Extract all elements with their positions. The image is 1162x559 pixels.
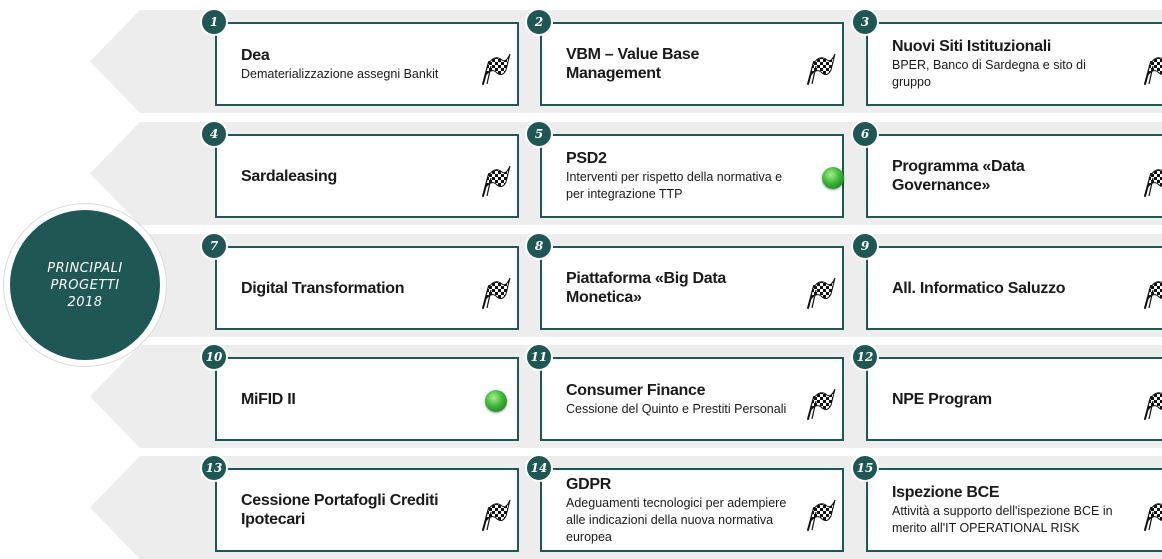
project-number-badge: 9 xyxy=(851,232,879,260)
project-description: Attività a supporto dell'ispezione BCE i… xyxy=(892,504,1113,535)
project-number-badge: 7 xyxy=(200,232,228,260)
project-title: GDPR xyxy=(566,475,612,493)
project-text: Cessione Portafogli Crediti Ipotecari xyxy=(241,470,467,550)
project-description: Cessione del Quinto e Prestiti Personali xyxy=(566,401,787,416)
project-title: Cessione Portafogli Crediti Ipotecari xyxy=(241,492,439,528)
project-card[interactable]: Cessione Portafogli Crediti Ipotecari xyxy=(215,468,519,552)
project-description: Dematerializzazione assegni Bankit xyxy=(241,66,439,81)
checkered-flag-icon xyxy=(1139,274,1162,310)
project-text: Programma «Data Governance» xyxy=(892,136,1113,216)
project-card[interactable]: Ispezione BCE Attività a supporto dell'is… xyxy=(866,468,1162,552)
project-title: Piattaforma «Big Data Monetica» xyxy=(566,270,726,306)
project-text: Sardaleasing xyxy=(241,136,467,216)
project-card[interactable]: VBM – Value Base Management xyxy=(540,22,844,106)
checkered-flag-icon xyxy=(477,274,511,310)
project-title: Ispezione BCE xyxy=(892,484,1000,501)
project-card[interactable]: GDPR Adeguamenti tecnologici per adempier… xyxy=(540,468,844,552)
checkered-flag-icon xyxy=(802,496,836,532)
project-title: MiFID II xyxy=(241,390,296,408)
project-number-badge: 1 xyxy=(200,8,228,36)
project-card[interactable]: NPE Program xyxy=(866,357,1162,441)
hub-line-3: 2018 xyxy=(67,294,103,310)
project-description: Adeguamenti tecnologici per adempiere al… xyxy=(566,495,787,544)
checkered-flag-icon xyxy=(477,50,511,86)
project-number-badge: 10 xyxy=(200,343,228,371)
project-card[interactable]: Piattaforma «Big Data Monetica» xyxy=(540,246,844,330)
project-text: NPE Program xyxy=(892,359,1113,439)
green-status-dot-icon xyxy=(822,167,844,189)
checkered-flag-icon xyxy=(1139,385,1162,421)
project-title: VBM – Value Base Management xyxy=(566,46,700,82)
project-title: Nuovi Siti Istituzionali xyxy=(892,38,1052,55)
project-number-badge: 5 xyxy=(525,120,553,148)
project-number-badge: 6 xyxy=(851,120,879,148)
project-title: All. Informatico Saluzzo xyxy=(892,279,1066,297)
project-number-badge: 12 xyxy=(851,343,879,371)
project-card[interactable]: All. Informatico Saluzzo xyxy=(866,246,1162,330)
project-title: Programma «Data Governance» xyxy=(892,158,1025,194)
checkered-flag-icon xyxy=(1139,162,1162,198)
project-number-badge: 13 xyxy=(200,454,228,482)
checkered-flag-icon xyxy=(477,162,511,198)
project-card[interactable]: Programma «Data Governance» xyxy=(866,134,1162,218)
project-text: All. Informatico Saluzzo xyxy=(892,248,1113,328)
checkered-flag-icon xyxy=(802,385,836,421)
hub-line-2: PROGETTI xyxy=(50,277,120,293)
project-card[interactable]: Digital Transformation xyxy=(215,246,519,330)
project-text: Ispezione BCE Attività a supporto dell'is… xyxy=(892,470,1113,550)
green-status-dot-icon xyxy=(485,390,507,412)
checkered-flag-icon xyxy=(477,496,511,532)
project-title: NPE Program xyxy=(892,390,992,408)
project-number-badge: 4 xyxy=(200,120,228,148)
project-description: Interventi per rispetto della normativa … xyxy=(566,170,783,201)
project-text: MiFID II xyxy=(241,359,467,439)
project-title: Digital Transformation xyxy=(241,279,405,297)
hub-line-1: PRINCIPALI xyxy=(47,260,123,276)
project-title: PSD2 xyxy=(566,150,607,167)
project-card[interactable]: Sardaleasing xyxy=(215,134,519,218)
project-text: Digital Transformation xyxy=(241,248,467,328)
project-number-badge: 2 xyxy=(525,8,553,36)
project-text: VBM – Value Base Management xyxy=(566,24,792,104)
project-number-badge: 11 xyxy=(525,343,553,371)
project-number-badge: 8 xyxy=(525,232,553,260)
checkered-flag-icon xyxy=(802,50,836,86)
project-text: Piattaforma «Big Data Monetica» xyxy=(566,248,792,328)
project-card[interactable]: MiFID II xyxy=(215,357,519,441)
project-description: BPER, Banco di Sardegna e sito di gruppo xyxy=(892,58,1086,89)
project-number-badge: 15 xyxy=(851,454,879,482)
principal-projects-hub: PRINCIPALI PROGETTI 2018 xyxy=(4,204,166,366)
checkered-flag-icon xyxy=(802,274,836,310)
project-number-badge: 3 xyxy=(851,8,879,36)
checkered-flag-icon xyxy=(1139,50,1162,86)
project-text: GDPR Adeguamenti tecnologici per adempier… xyxy=(566,470,792,550)
project-number-badge: 14 xyxy=(525,454,553,482)
project-title: Sardaleasing xyxy=(241,167,338,185)
project-title: Dea xyxy=(241,46,270,64)
project-title: Consumer Finance xyxy=(566,381,706,399)
checkered-flag-icon xyxy=(1139,496,1162,532)
